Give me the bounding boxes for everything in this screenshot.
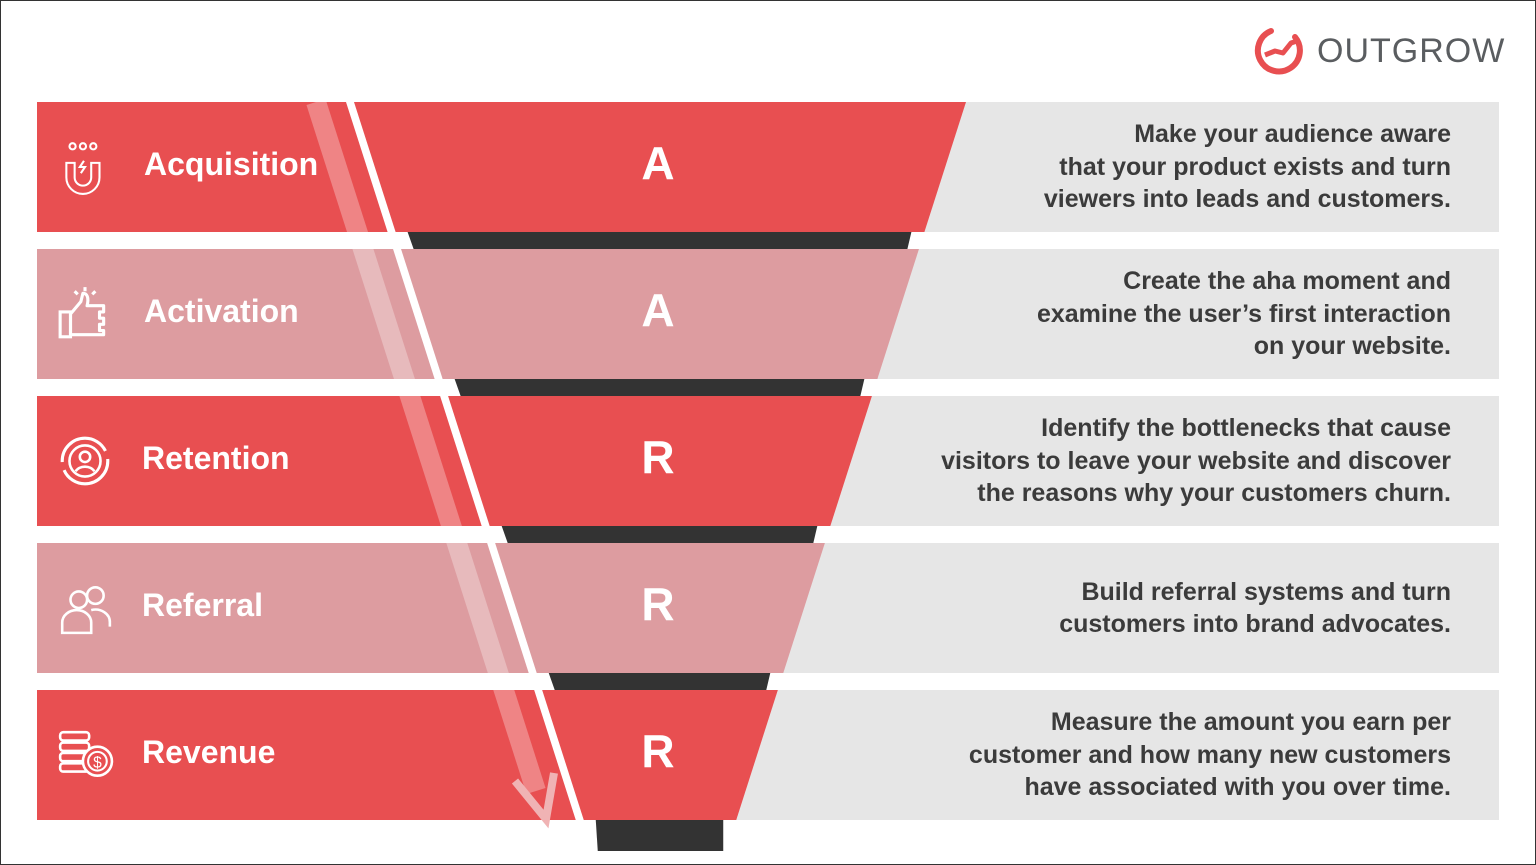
progression-arrow	[306, 98, 546, 795]
description-panel	[763, 543, 1499, 673]
stage-letter: A	[641, 284, 675, 336]
stage-label-band	[37, 249, 435, 379]
description-line: on your website.	[1253, 332, 1451, 361]
stage-letter: A	[641, 137, 675, 189]
funnel-segment	[448, 396, 872, 526]
stage-letter: R	[641, 725, 675, 777]
description-line: Measure the amount you earn per	[1050, 708, 1451, 737]
description-line: viewers into leads and customers.	[1043, 185, 1451, 214]
logo-text: OUTGROW	[1317, 31, 1506, 70]
description-line: the reasons why your customers churn.	[977, 479, 1451, 508]
arrow-head-icon	[511, 772, 558, 829]
stage-label-band	[37, 543, 529, 673]
funnel-shadow	[407, 232, 912, 249]
magnet-icon	[56, 138, 114, 201]
stage-label: Retention	[142, 440, 290, 476]
stage-label: Acquisition	[144, 146, 319, 182]
outgrow-logo-icon	[1254, 28, 1303, 75]
description-panel	[810, 396, 1499, 526]
funnel-shadow	[595, 820, 724, 851]
stage-label: Activation	[144, 293, 299, 329]
funnel-segment	[495, 543, 825, 673]
stage-label-band	[37, 690, 576, 820]
outgrow-logo: OUTGROW	[1253, 25, 1505, 77]
description-line: Build referral systems and turn	[1081, 577, 1451, 606]
description-line: Identify the bottlenecks that cause	[1041, 414, 1451, 443]
svg-text:$: $	[93, 754, 102, 771]
funnel-segment	[542, 690, 778, 820]
funnel-segment	[354, 102, 966, 232]
description-panel	[904, 102, 1499, 232]
stage-description: Build referral systems and turn customers…	[831, 576, 1451, 641]
stage-label: Referral	[142, 587, 263, 623]
description-line: customer and how many new customers	[968, 740, 1451, 769]
stage-label-band	[37, 396, 482, 526]
stage-description: Make your audience aware that your produc…	[831, 118, 1451, 216]
stage-description: Create the aha moment and examine the use…	[831, 265, 1451, 363]
description-line: visitors to leave your website and disco…	[941, 446, 1451, 475]
funnel-shadow	[548, 673, 771, 690]
description-panel	[857, 249, 1499, 379]
people-icon	[56, 579, 114, 642]
stage-description: Identify the bottlenecks that cause visit…	[831, 412, 1451, 510]
stage-label: Revenue	[142, 734, 276, 770]
stage-letter: R	[641, 578, 675, 630]
funnel-shadow	[454, 379, 865, 396]
description-line: have associated with you over time.	[1024, 773, 1451, 802]
coins-icon: $	[56, 726, 114, 789]
description-line: Make your audience aware	[1134, 120, 1451, 149]
stage-description: Measure the amount you earn per customer …	[831, 706, 1451, 804]
stage-label-band	[37, 102, 388, 232]
description-line: that your product exists and turn	[1059, 152, 1451, 181]
funnel-segment	[401, 249, 919, 379]
thumbs-up-icon	[56, 285, 114, 348]
stage-letter: R	[641, 431, 675, 483]
description-line: Create the aha moment and	[1123, 267, 1451, 296]
funnel-shadow	[501, 526, 818, 543]
description-panel	[716, 690, 1499, 820]
user-cycle-icon	[56, 432, 114, 495]
description-line: examine the user’s first interaction	[1036, 299, 1451, 328]
description-line: customers into brand advocates.	[1059, 610, 1451, 638]
